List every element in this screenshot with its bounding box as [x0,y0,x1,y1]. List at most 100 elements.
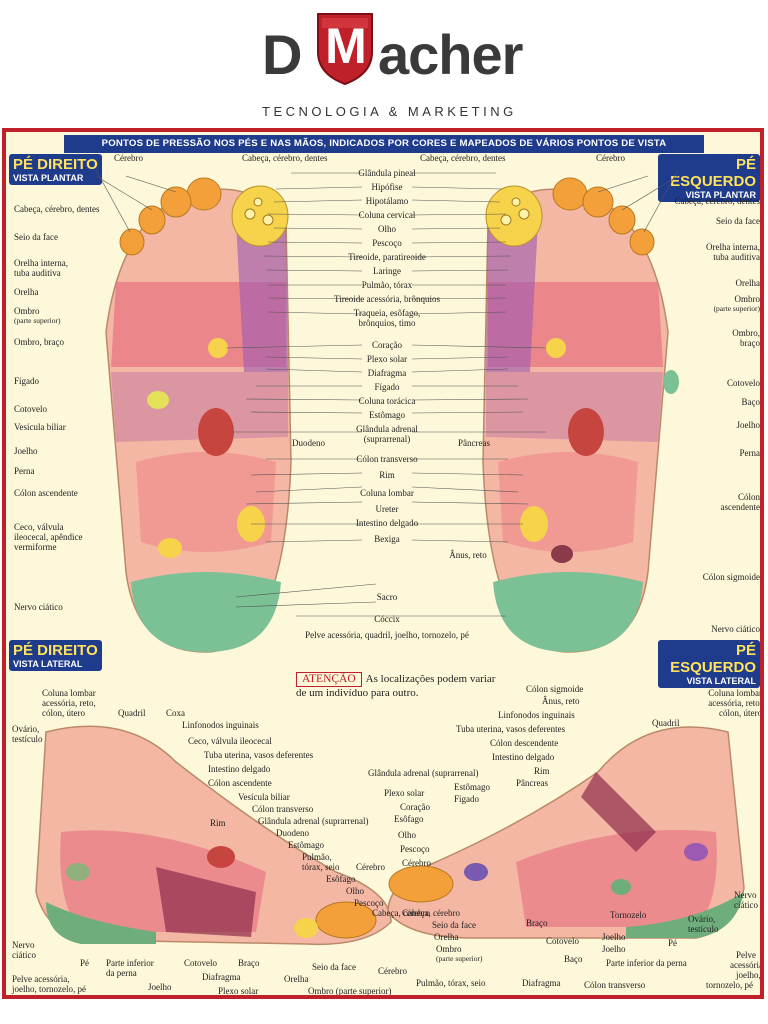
label-colon-utero: cólon, útero [42,708,85,718]
label-suprarrenal: (suprarrenal) [363,434,411,444]
left-foot-lateral [387,726,745,939]
label-glandula-adrenal: Glândula adrenal (suprarrenal) [258,816,369,826]
label-braco: Braço [238,958,260,968]
label-quadril: Quadril [652,718,680,728]
label-acessoria-reto: acessória, reto, [42,698,96,708]
label-cotovelo: Cotovelo [727,378,760,388]
label-cabeca-cerebro: Cabeça, cérebro [372,908,430,918]
label-rim: Rim [534,766,550,776]
label-pulmao-torax: Pulmão, tórax [361,280,413,290]
label-ciatico: ciático [734,900,758,910]
label-braco: braço [740,338,760,348]
label-perna: Perna [14,466,35,476]
right-foot-lateral [35,725,392,946]
tag-subtitle: VISTA LATERAL [13,659,83,669]
label-parte-inferior: Parte inferior da perna [606,958,687,968]
label-nervo: Nervo [734,890,757,900]
label-colon-sigmoide: Cólon sigmoide [526,684,584,694]
label-ombro: Ombro [436,944,462,954]
label-plexo-solar: Plexo solar [366,354,408,364]
tag-subtitle: VISTA PLANTAR [685,190,756,200]
label-vesicula-biliar: Vesícula biliar [14,422,66,432]
label-tireoide-acessoria: Tireoide acessória, brônquios [334,294,440,304]
label-quadril: Quadril [118,708,146,718]
label-nervo: Nervo [12,940,35,950]
label-orelha: Orelha [434,932,459,942]
label-tuba-auditiva: tuba auditiva [14,268,61,278]
label-coluna-lombar: Coluna lombar [708,688,762,698]
label-olho: Olho [398,830,416,840]
label-orelha: Orelha [284,974,309,984]
label-vermiforme: vermiforme [14,542,57,552]
label-coccix: Cóccix [374,614,400,624]
label-ileocecal: ileocecal, apêndice [14,532,83,542]
right-foot-plantar [105,177,292,653]
label-joelho: Joelho [148,982,172,992]
label-plexo-solar: Plexo solar [218,986,259,996]
label-ombro-parte-superior: (parte superior) [436,954,483,963]
label-coluna-toracica: Coluna torácica [358,396,416,406]
logo-letter-d: D [262,23,302,86]
label-pelve: Pelve [736,950,756,960]
label-acessoria-reto: acessória, reto, [708,698,762,708]
label-olho: Olho [378,224,396,234]
label-duodeno: Duodeno [292,438,325,448]
tag-subtitle: VISTA LATERAL [686,676,756,686]
label-coluna-lombar: Coluna lombar [42,688,96,698]
label-olho: Olho [346,886,364,896]
label-tornozelo: Tornozelo [610,910,647,920]
label-colon-ascendente: Cólon ascendente [208,778,272,788]
label-orelha: Orelha [735,278,761,288]
label-seio-da-face: Seio da face [716,216,760,226]
label-pe: Pé [80,958,89,968]
label-diafragma: Diafragma [522,978,561,988]
label-coluna-cervical: Coluna cervical [358,210,416,220]
label-figado-side: Fígado [14,376,40,386]
attention-word: ATENÇÃO [296,672,362,687]
label-cerebro: Cérebro [356,862,385,872]
label-colon-transverso: Cólon transverso [252,804,314,814]
label-pulmao-torax-seio: Pulmão, tórax, seio [416,978,486,988]
logo-wordmark: acher [378,23,523,86]
label-cerebro: Cérebro [402,858,431,868]
label-ombro-l: Ombro, [732,328,760,338]
label-ombro: Ombro [734,294,761,304]
label-baco: Baço [564,954,583,964]
label-estomago: Estômago [288,840,324,850]
label-cotovelo: Cotovelo [184,958,217,968]
left-foot-plantar [482,177,679,653]
logo-letter-m: M [325,18,367,74]
label-figado: Fígado [374,382,400,392]
label-ciatico: ciático [12,950,36,960]
label-ceco: Ceco, válvula [14,522,64,532]
label-pancreas: Pâncreas [516,778,548,788]
label-pulmao: Pulmão, [302,852,332,862]
leader-lines [95,169,679,617]
label-duodeno: Duodeno [276,828,309,838]
label-ombro: Ombro [14,306,40,316]
tag-title: PÉ ESQUERDO [670,156,756,190]
label-ovario: Ovário, [12,724,40,734]
label-estomago: Estômago [454,782,490,792]
attention-text: As localizações podem variar de um indiv… [296,673,496,699]
tag-right-foot-plantar: PÉ DIREITO VISTA PLANTAR [9,154,102,185]
label-intestino-delgado: Intestino delgado [208,764,271,774]
tag-title: PÉ ESQUERDO [670,642,756,676]
label-tuba-uterina: Tuba uterina, vasos deferentes [204,750,314,760]
label-seio-da-face: Seio da face [312,962,356,972]
chart-title: PONTOS DE PRESSÃO NOS PÉS E NAS MÃOS, IN… [64,135,704,153]
label-intestino-delgado: Intestino delgado [492,752,555,762]
label-acessoria: acessória, [730,960,764,970]
label-ombro-parte-superior: (parte superior) [14,316,61,325]
label-cabeca-left-foot: Cabeça, cérebro, dentes [420,153,506,163]
label-bexiga: Bexiga [374,534,400,544]
label-tireoide: Tireoide, paratireoide [348,252,426,262]
label-ombro-parte-superior: (parte superior) [713,304,760,313]
label-colon-descendente: Cólon descendente [490,738,559,748]
label-cotovelo: Cotovelo [14,404,47,414]
label-rim: Rim [210,818,226,828]
label-rim: Rim [379,470,395,480]
label-glandula-adrenal: Glândula adrenal [356,424,418,434]
label-nervo-ciatico: Nervo ciático [711,624,760,634]
